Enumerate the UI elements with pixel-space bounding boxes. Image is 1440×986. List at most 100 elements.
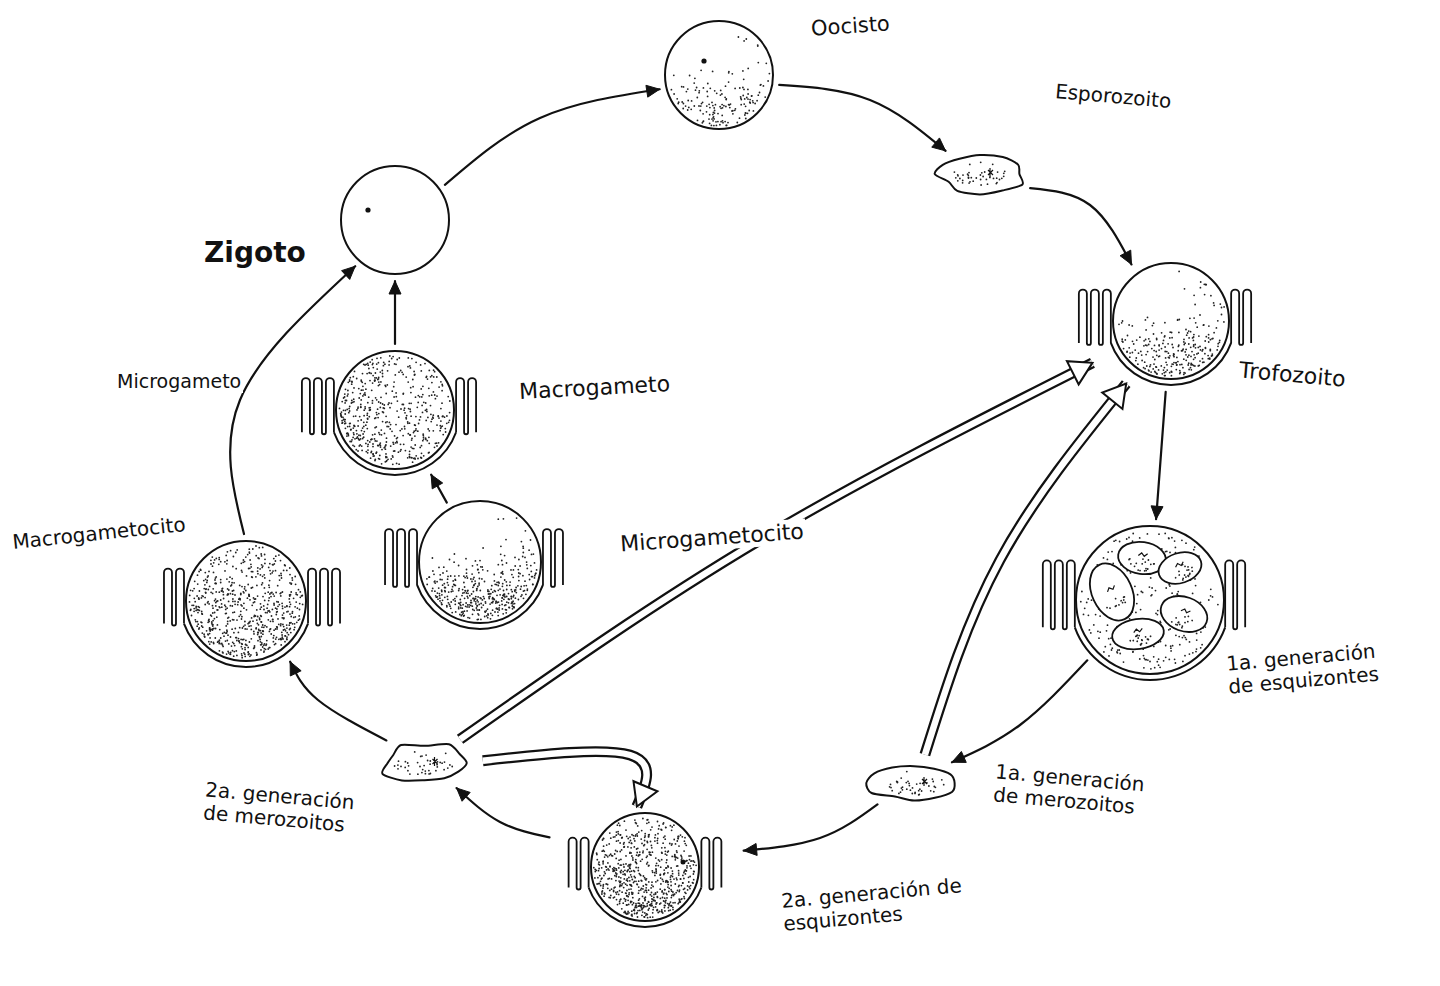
stipple-dot [1178,621,1180,623]
stipple-dot [663,874,665,876]
stipple-dot [968,177,970,179]
stipple-dot [648,851,650,853]
stipple-dot [686,860,688,862]
stipple-dot [638,892,640,894]
stipple-dot [1150,577,1152,579]
stipple-dot [200,569,202,571]
stipple-dot [631,876,633,878]
stipple-dot [623,846,625,848]
stipple-dot [1135,562,1137,564]
stage-figure [866,766,954,800]
stipple-dot [214,559,216,561]
stipple-dot [753,110,755,112]
stipple-dot [701,122,703,124]
stipple-dot [672,870,674,872]
stipple-dot [209,643,211,645]
stipple-dot [955,177,957,179]
stipple-dot [257,573,259,575]
stipple-dot [241,618,243,620]
stipple-dot [281,636,283,638]
stipple-dot [623,846,625,848]
stipple-dot [670,885,672,887]
stipple-dot [644,877,646,879]
stipple-dot [1103,557,1105,559]
stipple-dot [608,897,610,899]
stipple-dot [1192,652,1194,654]
stipple-dot [661,829,663,831]
stipple-dot [628,894,630,896]
stipple-dot [693,873,695,875]
stipple-dot [626,835,628,837]
stipple-dot [1129,352,1131,354]
stipple-dot [1161,332,1163,334]
stipple-dot [651,898,653,900]
stipple-dot [1163,340,1165,342]
stipple [954,161,1006,186]
stipple-dot [713,125,715,127]
stipple-dot [664,905,666,907]
stipple-dot [417,773,419,775]
stipple-dot [261,642,263,644]
stipple-dot [263,605,265,607]
stipple-dot [1158,356,1160,358]
stipple-dot [212,588,214,590]
stipple-dot [608,869,610,871]
stipple-dot [295,592,297,594]
stipple-dot [1184,342,1186,344]
merozoite-nucleus [1181,608,1190,614]
stipple-dot [724,96,726,98]
stipple-dot [1156,661,1158,663]
stipple-dot [757,94,759,96]
stipple-dot [962,180,964,182]
zoite-nucleus [433,757,438,766]
stipple-dot [712,71,714,73]
stipple-dot [667,872,669,874]
stipple-dot [1184,351,1186,353]
stipple-dot [279,593,281,595]
stipple-dot [649,916,651,918]
stipple-dot [197,623,199,625]
stipple-dot [615,858,617,860]
stipple-dot [1165,371,1167,373]
stipple-dot [636,912,638,914]
stipple-dot [1114,597,1116,599]
stipple-dot [1138,352,1140,354]
stipple-dot [664,889,666,891]
stipple-dot [1185,639,1187,641]
stipple-dot [280,638,282,640]
stipple-dot [1155,612,1157,614]
stipple-dot [689,888,691,890]
stipple-dot [651,892,653,894]
stipple-dot [996,177,998,179]
stipple-dot [639,910,641,912]
stipple-dot [681,857,683,859]
merozoite-nucleus [1133,628,1142,632]
stipple-dot [1208,599,1210,601]
stipple-dot [255,576,257,578]
stipple-dot [662,912,664,914]
stipple-dot [731,110,733,112]
stipple-dot [420,756,422,758]
microvilli [1225,560,1245,629]
stipple-dot [1139,658,1141,660]
stipple-dot [1147,351,1149,353]
stipple-dot [1152,325,1154,327]
stipple-dot [602,850,604,852]
stipple-dot [980,174,982,176]
stipple-dot [222,651,224,653]
stipple-dot [1141,563,1143,565]
nucleus [681,860,686,865]
stipple-dot [1145,568,1147,570]
stipple-dot [767,80,769,82]
stipple-dot [621,908,623,910]
stipple-dot [268,600,270,602]
stipple-dot [1219,340,1221,342]
stipple-dot [671,895,673,897]
stipple-dot [645,896,647,898]
stipple-dot [630,864,632,866]
stipple-dot [272,621,274,623]
stipple-dot [627,869,629,871]
stipple-dot [1080,601,1082,603]
stipple-dot [607,884,609,886]
stipple-dot [220,579,222,581]
